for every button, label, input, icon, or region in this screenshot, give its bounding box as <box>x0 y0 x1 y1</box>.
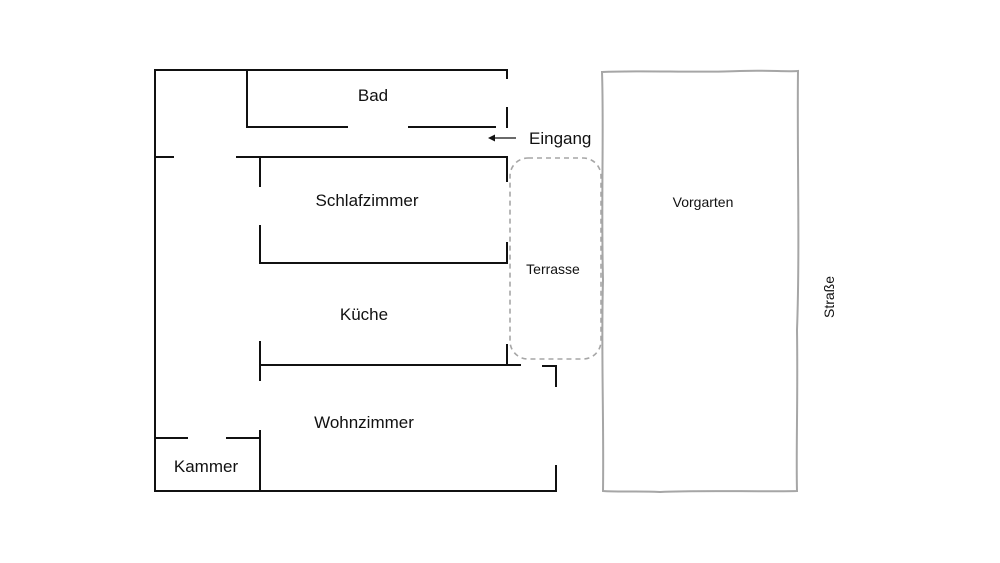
area-label-terrasse: Terrasse <box>526 261 580 277</box>
front-garden-outline <box>600 69 800 494</box>
entrance-label: Eingang <box>529 129 591 148</box>
area-label-vorgarten: Vorgarten <box>673 194 734 210</box>
left-arrow-icon <box>488 134 495 142</box>
room-label-schlafzimmer: Schlafzimmer <box>316 191 419 210</box>
room-label-bad: Bad <box>358 86 388 105</box>
outer-wall-left <box>154 69 508 492</box>
entrance-marker <box>488 134 516 142</box>
house-walls <box>154 69 557 492</box>
street-label: Straße <box>821 276 837 318</box>
room-label-kammer: Kammer <box>174 457 239 476</box>
living-room-right-wall-upper <box>542 365 557 387</box>
room-label-kueche: Küche <box>340 305 388 324</box>
room-label-wohnzimmer: Wohnzimmer <box>314 413 414 432</box>
terrace-outline <box>509 157 602 360</box>
